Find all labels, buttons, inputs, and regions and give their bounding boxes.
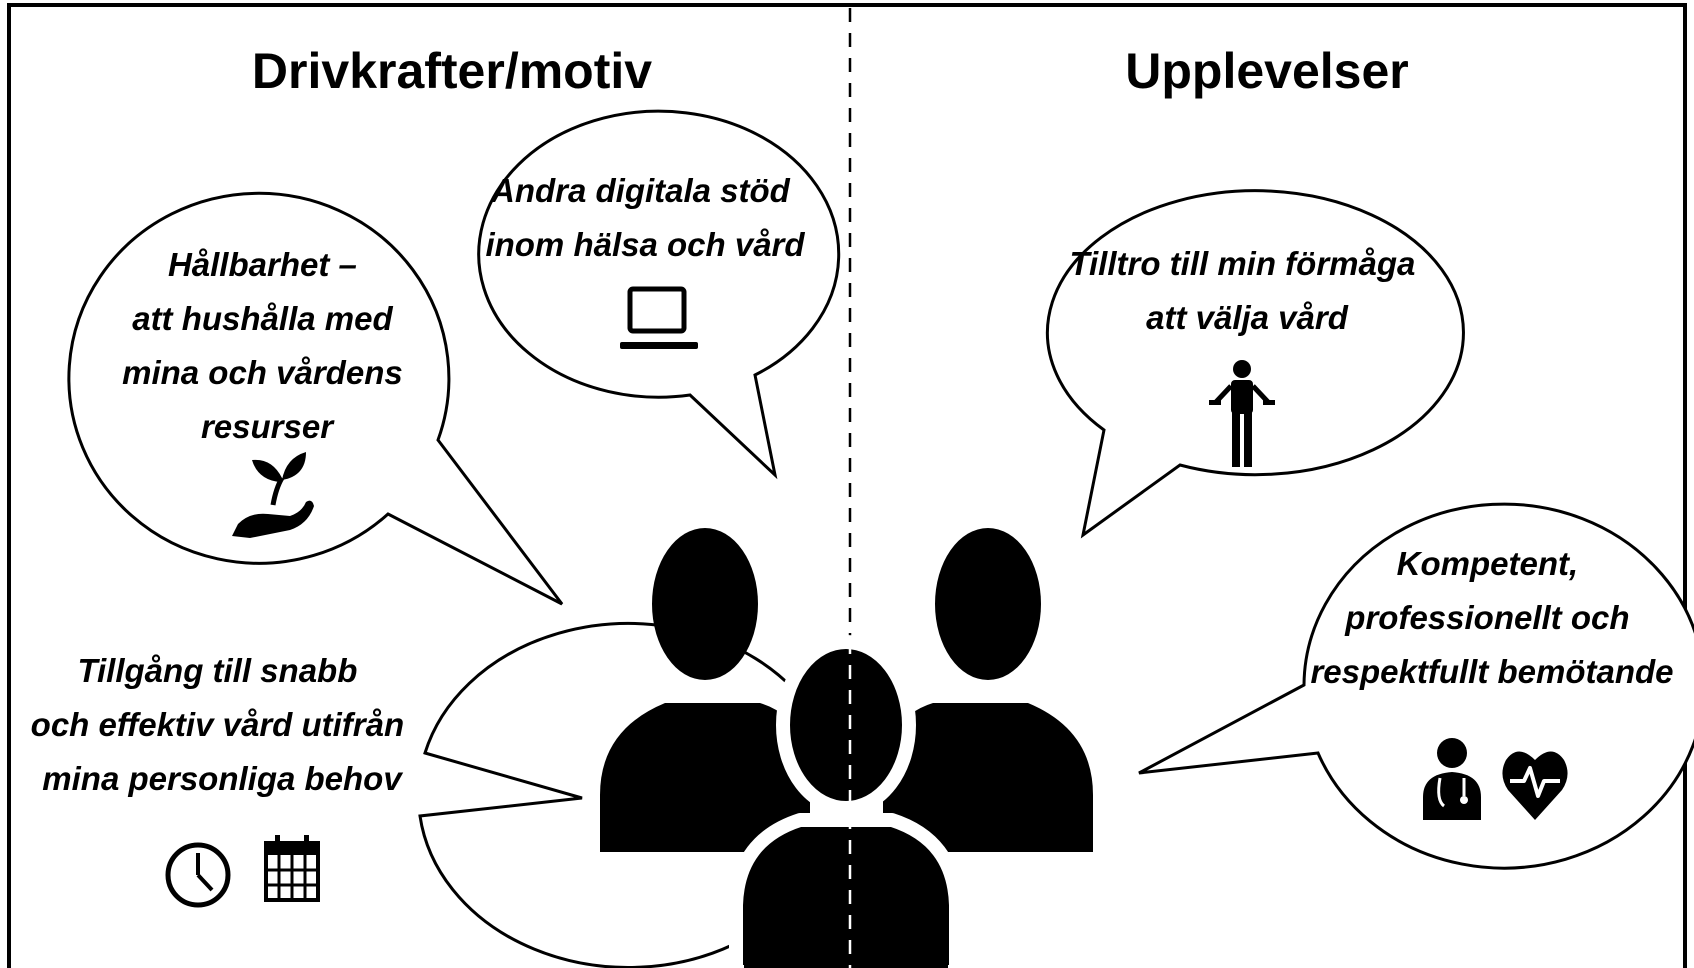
outer-frame	[7, 3, 1687, 968]
heading-drivkrafter: Drivkrafter/motiv	[252, 43, 652, 99]
bubble-trust: Tilltro till min förmåga att välja vård	[1045, 189, 1465, 539]
heading-upplevelser: Upplevelser	[1125, 43, 1408, 99]
heart-pulse-icon	[1502, 751, 1568, 820]
bubble-trust-shape	[1045, 189, 1465, 539]
clock-icon	[165, 842, 231, 908]
bubble-treatment-line-2: professionellt och	[1344, 599, 1629, 636]
bubble-sustainability-line-3: mina och vårdens	[122, 354, 403, 391]
calendar-icon	[264, 835, 320, 902]
laptop-icon	[620, 286, 698, 349]
bubble-digital-shape	[477, 109, 841, 480]
bubble-treatment-line-1: Kompetent,	[1397, 545, 1579, 582]
group-of-people-icon	[600, 528, 1093, 968]
bubble-treatment-text: Kompetent, professionellt och respektful…	[1310, 545, 1673, 690]
bubble-sustainability-line-4: resurser	[201, 408, 335, 445]
bubble-access-line-3: mina personliga behov	[42, 760, 403, 797]
bubble-digital-line-1: Andra digitala stöd	[490, 172, 791, 209]
bubble-access-line-2: och effektiv vård utifrån	[31, 706, 405, 743]
bubble-digital-text: Andra digitala stöd inom hälsa och vård	[485, 172, 805, 263]
bubble-digital-line-2: inom hälsa och vård	[485, 226, 805, 263]
bubble-trust-text: Tilltro till min förmåga att välja vård	[1069, 245, 1424, 336]
bubble-trust-line-1: Tilltro till min förmåga	[1069, 245, 1415, 282]
bubble-sustainability: Hållbarhet – att hushålla med mina och v…	[67, 191, 564, 606]
bubble-digital-support: Andra digitala stöd inom hälsa och vård	[477, 109, 841, 480]
bubble-sustainability-text: Hållbarhet – att hushålla med mina och v…	[122, 246, 412, 445]
bubble-sustainability-line-2: att hushålla med	[132, 300, 393, 337]
bubble-treatment-line-3: respektfullt bemötande	[1310, 653, 1673, 690]
bubble-access-line-1: Tillgång till snabb	[77, 652, 357, 689]
bubble-trust-line-2: att välja vård	[1146, 299, 1349, 336]
doctor-icon	[1423, 738, 1481, 820]
bubble-sustainability-line-1: Hållbarhet –	[168, 246, 357, 283]
bubble-sustainability-shape	[67, 191, 564, 606]
bubble-access-text: Tillgång till snabb och effektiv vård ut…	[31, 652, 414, 797]
bubble-treatment: Kompetent, professionellt och respektful…	[1138, 502, 1694, 870]
plant-in-hand-icon	[232, 452, 314, 538]
person-balancing-icon	[1209, 360, 1275, 467]
